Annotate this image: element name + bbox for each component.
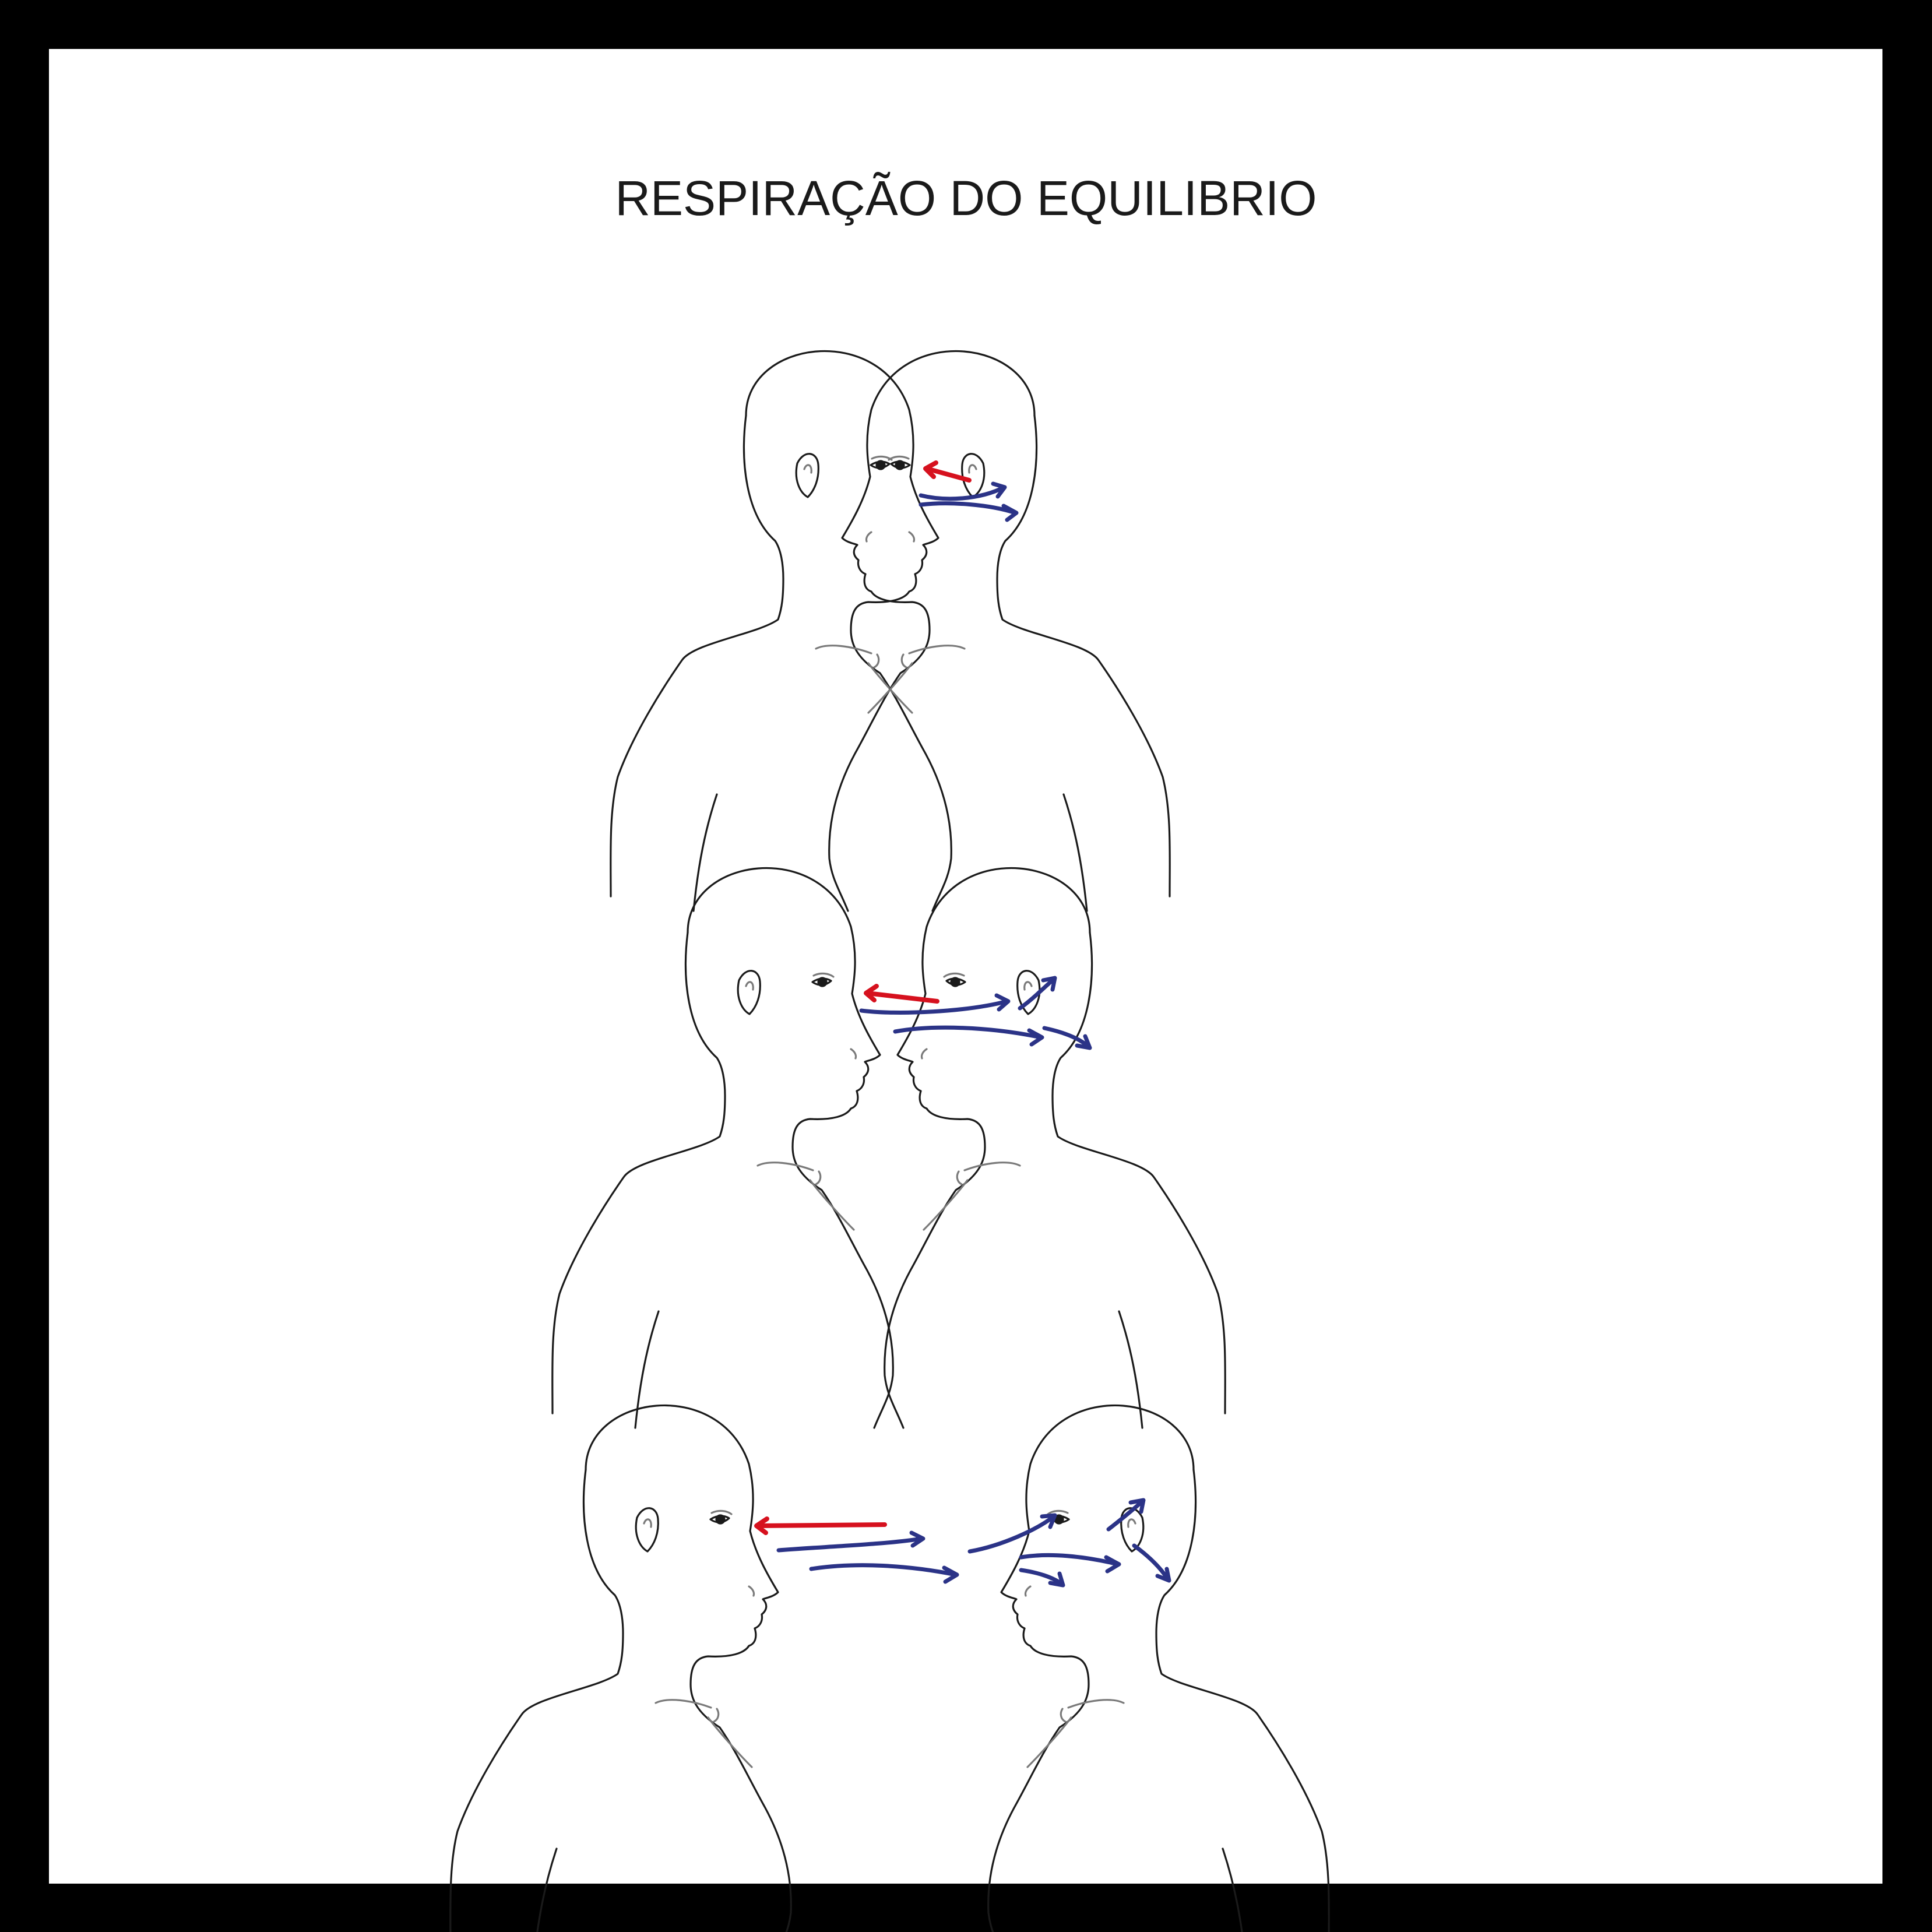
row-1-right-person-icon (828, 350, 1171, 912)
diagram-title: RESPIRAÇÃO DO EQUILIBRIO (615, 171, 1317, 226)
row-2-exhale-blue-arrow-icon (859, 976, 1092, 1050)
row-2-arrows (859, 976, 1092, 1050)
row-1-inhale-red-arrow-icon (923, 460, 972, 483)
row-2-right-person-icon (884, 867, 1226, 1429)
row-3-right-person-icon (987, 1404, 1330, 1932)
row-3-inhale-red-arrow-icon (754, 1516, 887, 1535)
row-1-arrows (919, 460, 1019, 522)
row-3-left-person-icon (449, 1404, 792, 1932)
row-3-arrows (754, 1498, 1171, 1588)
row-3-exhale-blue-arrow-icon (776, 1498, 1171, 1588)
row-1-exhale-blue-arrow-icon (919, 481, 1019, 522)
row-2-left-person-icon (551, 867, 894, 1429)
row-2-inhale-red-arrow-icon (864, 984, 939, 1004)
row-1-left-person-icon (610, 350, 952, 912)
white-sheet (49, 49, 1882, 1884)
